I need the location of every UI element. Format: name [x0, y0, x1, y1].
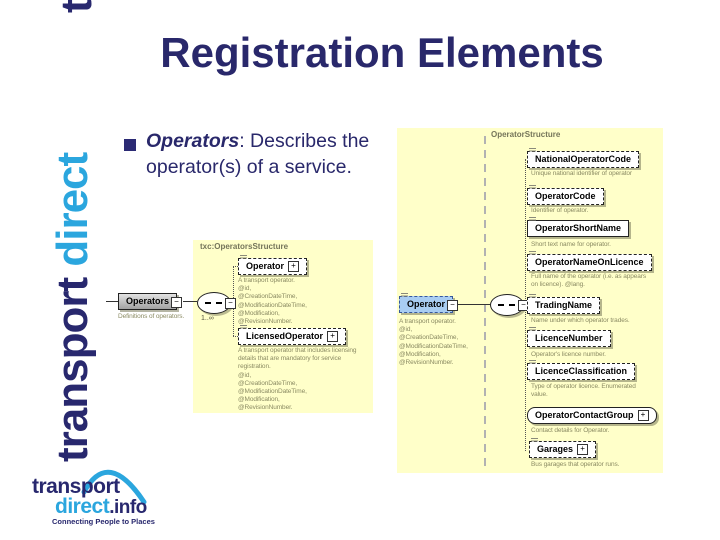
- element-caption: Short text name for operator.: [531, 241, 611, 248]
- footer-logo-tagline: Connecting People to Places: [52, 517, 155, 526]
- licence-number-element: LicenceNumber: [527, 327, 611, 347]
- element-label: LicenceClassification: [535, 366, 628, 376]
- licensed-operator-description: A transport operator that includes licen…: [238, 347, 357, 412]
- bullet-term-tail: : Describes the: [239, 130, 370, 152]
- garages-element: Garages+: [529, 438, 597, 458]
- element-caption: Bus garages that operator runs.: [531, 461, 620, 468]
- licensed-operator-label: LicensedOperator: [246, 331, 324, 341]
- left-panel-title: txc:OperatorsStructure: [200, 242, 289, 251]
- sequence-dashes-icon: [205, 302, 222, 304]
- connector-line: [183, 301, 197, 302]
- licensed-operator-element: LicensedOperator+: [238, 325, 347, 345]
- multiplicity-label: 1..∞: [201, 315, 214, 322]
- licence-classification-element: LicenceClassification: [527, 360, 636, 380]
- operator-root-element: Operator−: [399, 293, 459, 313]
- operator-code-element: OperatorCode: [527, 185, 604, 205]
- element-label: OperatorShortName: [535, 223, 622, 233]
- element-caption: Type of operator licence. Enumerated val…: [531, 383, 636, 399]
- operator-description: A transport operator. @id, @CreationDate…: [238, 277, 307, 326]
- connector-line: [106, 301, 118, 302]
- operator-root-label: Operator: [407, 299, 446, 309]
- vertical-brand-text: transport direct: [48, 153, 98, 462]
- operator-contact-group-element: OperatorContactGroup+: [527, 407, 657, 424]
- expand-icon: +: [288, 261, 300, 272]
- footer-logo-word1: transport: [32, 475, 120, 498]
- element-label: Garages: [537, 444, 574, 454]
- element-label: OperatorNameOnLicence: [535, 257, 644, 267]
- expand-icon: +: [577, 444, 589, 455]
- vertical-brand-word2: direct: [48, 152, 97, 267]
- sequence-connector-icon: −: [197, 292, 236, 314]
- bullet-line2: operator(s) of a service.: [146, 156, 352, 178]
- page-title: Registration Elements: [160, 29, 604, 76]
- element-label: NationalOperatorCode: [535, 154, 632, 164]
- element-caption: Unique national identifier of operator: [531, 170, 632, 177]
- collapse-icon: −: [225, 298, 236, 309]
- bullet-term: Operators: [146, 130, 240, 152]
- operator-short-name-element: OperatorShortName: [527, 217, 630, 237]
- footer-logo-word2: direct: [55, 495, 110, 518]
- bullet-item: Operators: Describes the operator(s) of a…: [146, 128, 406, 180]
- vertical-brand-partial-glyph: t: [52, 0, 101, 13]
- operators-root-caption: Definitions of operators.: [118, 313, 185, 320]
- sequence-connector-icon: −: [490, 294, 529, 316]
- operators-root-label: Operators: [126, 296, 170, 306]
- operator-element: Operator+: [238, 255, 308, 275]
- branch-stub: [233, 266, 238, 267]
- element-caption: Name under which operator trades.: [531, 317, 630, 324]
- element-caption: Operator's licence number.: [531, 351, 606, 358]
- vertical-brand-word1: transport: [48, 277, 97, 462]
- sequence-dashes-icon: [498, 304, 515, 306]
- logo-swoosh-icon: [81, 469, 147, 505]
- expand-icon: +: [637, 410, 649, 421]
- collapse-icon: −: [171, 296, 183, 308]
- branch-stub: [233, 336, 238, 337]
- footer-logo-suffix: .info: [109, 497, 147, 518]
- footer-logo-line2: direct.info: [55, 495, 147, 519]
- national-operator-code-element: NationalOperatorCode: [527, 148, 640, 168]
- connector-line: [458, 304, 490, 305]
- operator-label: Operator: [246, 261, 285, 271]
- element-caption: Identifier of operator.: [531, 207, 589, 214]
- operator-name-on-licence-element: OperatorNameOnLicence: [527, 251, 652, 271]
- element-caption: Full name of the operator (i.e. as appea…: [531, 273, 647, 289]
- operator-root-description: A transport operator. @id, @CreationDate…: [399, 318, 468, 367]
- element-label: TradingName: [535, 300, 593, 310]
- trading-name-element: TradingName: [527, 294, 601, 314]
- bullet-marker-icon: [124, 139, 136, 151]
- operators-root-element: Operators−: [118, 293, 183, 310]
- expand-icon: +: [327, 331, 339, 342]
- right-panel-title: OperatorStructure: [491, 130, 561, 139]
- page-break-line: [484, 136, 486, 468]
- element-label: OperatorCode: [535, 191, 596, 201]
- element-label: LicenceNumber: [535, 333, 603, 343]
- element-label: OperatorContactGroup: [535, 410, 634, 420]
- element-caption: Contact details for Operator.: [531, 427, 610, 434]
- collapse-icon: −: [447, 299, 459, 311]
